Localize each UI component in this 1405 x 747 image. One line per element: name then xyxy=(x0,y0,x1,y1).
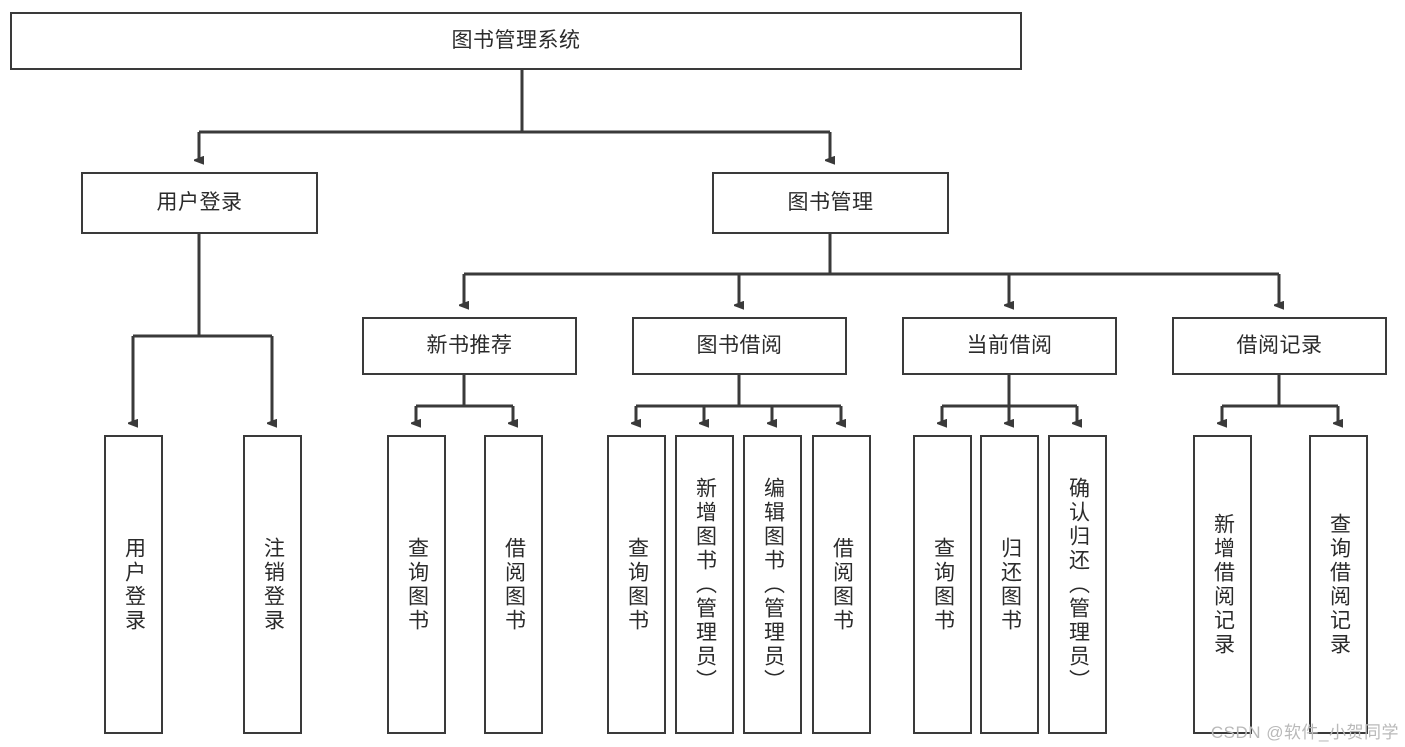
node-label: 用户登录 xyxy=(122,536,146,633)
node-label: 查询图书 xyxy=(931,536,955,633)
node-user-login[interactable]: 用户登录 xyxy=(81,172,318,234)
new-books-to-leaves-connectors xyxy=(416,375,513,423)
node-leaf-logout[interactable]: 注销登录 xyxy=(243,435,302,734)
user-login-to-leaves-connectors xyxy=(133,234,272,423)
book-manage-to-level2-connectors xyxy=(464,234,1279,305)
node-label: 编辑图书（管理员） xyxy=(761,476,785,693)
node-book-management[interactable]: 图书管理 xyxy=(712,172,949,234)
node-label: 图书借阅 xyxy=(696,334,783,358)
node-label: 新增借阅记录 xyxy=(1211,512,1235,657)
node-label: 用户登录 xyxy=(156,191,243,215)
node-leaf-query-books-recommend[interactable]: 查询图书 xyxy=(387,435,446,734)
node-label: 借阅记录 xyxy=(1236,334,1323,358)
node-label: 注销登录 xyxy=(261,536,285,633)
node-label: 查询图书 xyxy=(625,536,649,633)
node-label: 新增图书（管理员） xyxy=(693,476,717,693)
node-label: 确认归还（管理员） xyxy=(1066,476,1090,693)
book-borrow-to-leaves-connectors xyxy=(636,375,841,423)
node-leaf-borrow-books[interactable]: 借阅图书 xyxy=(812,435,871,734)
node-label: 归还图书 xyxy=(998,536,1022,633)
node-leaf-borrow-books-recommend[interactable]: 借阅图书 xyxy=(484,435,543,734)
borrow-records-to-leaves-connectors xyxy=(1222,375,1338,423)
node-root-system[interactable]: 图书管理系统 xyxy=(10,12,1022,70)
node-leaf-query-books-borrow[interactable]: 查询图书 xyxy=(607,435,666,734)
node-label: 查询借阅记录 xyxy=(1327,512,1351,657)
node-label: 图书管理 xyxy=(787,191,874,215)
node-label: 新书推荐 xyxy=(426,334,513,358)
node-leaf-edit-book-admin[interactable]: 编辑图书（管理员） xyxy=(743,435,802,734)
node-current-borrow[interactable]: 当前借阅 xyxy=(902,317,1117,375)
root-to-level1-connectors xyxy=(199,70,830,160)
node-leaf-user-login[interactable]: 用户登录 xyxy=(104,435,163,734)
node-leaf-add-borrow-record[interactable]: 新增借阅记录 xyxy=(1193,435,1252,734)
node-leaf-query-books-current[interactable]: 查询图书 xyxy=(913,435,972,734)
node-new-book-recommend[interactable]: 新书推荐 xyxy=(362,317,577,375)
node-label: 图书管理系统 xyxy=(451,29,581,53)
node-book-borrow[interactable]: 图书借阅 xyxy=(632,317,847,375)
current-borrow-to-leaves-connectors xyxy=(942,375,1077,423)
node-label: 查询图书 xyxy=(405,536,429,633)
node-label: 借阅图书 xyxy=(830,536,854,633)
node-leaf-add-book-admin[interactable]: 新增图书（管理员） xyxy=(675,435,734,734)
node-label: 借阅图书 xyxy=(502,536,526,633)
node-label: 当前借阅 xyxy=(966,334,1053,358)
node-leaf-return-books[interactable]: 归还图书 xyxy=(980,435,1039,734)
node-leaf-confirm-return-admin[interactable]: 确认归还（管理员） xyxy=(1048,435,1107,734)
node-borrow-records[interactable]: 借阅记录 xyxy=(1172,317,1387,375)
node-leaf-query-borrow-record[interactable]: 查询借阅记录 xyxy=(1309,435,1368,734)
